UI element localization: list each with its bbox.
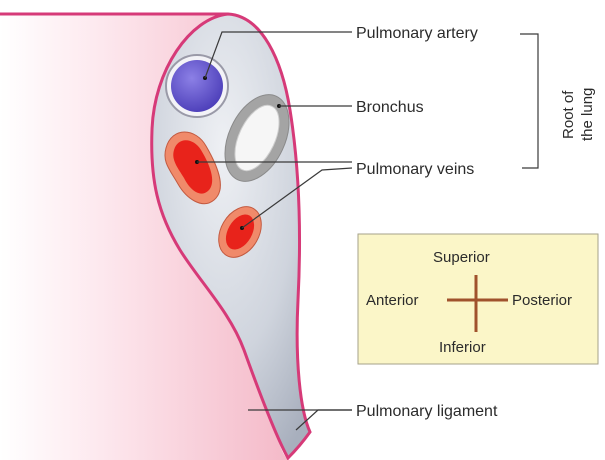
label-posterior: Posterior xyxy=(512,292,572,309)
label-anterior: Anterior xyxy=(366,292,419,309)
root-of-lung-label: Root of the lung xyxy=(560,88,596,141)
label-bronchus: Bronchus xyxy=(356,99,424,116)
label-pulmonary-veins: Pulmonary veins xyxy=(356,161,474,178)
label-pulmonary-ligament: Pulmonary ligament xyxy=(356,403,498,420)
root-bracket xyxy=(520,34,538,168)
root-label-line1: Root of xyxy=(560,90,577,139)
label-inferior: Inferior xyxy=(439,339,486,356)
pulmonary-artery-lumen xyxy=(171,60,223,112)
label-pulmonary-artery: Pulmonary artery xyxy=(356,25,478,42)
label-superior: Superior xyxy=(433,249,490,266)
root-label-line2: the lung xyxy=(579,88,596,141)
